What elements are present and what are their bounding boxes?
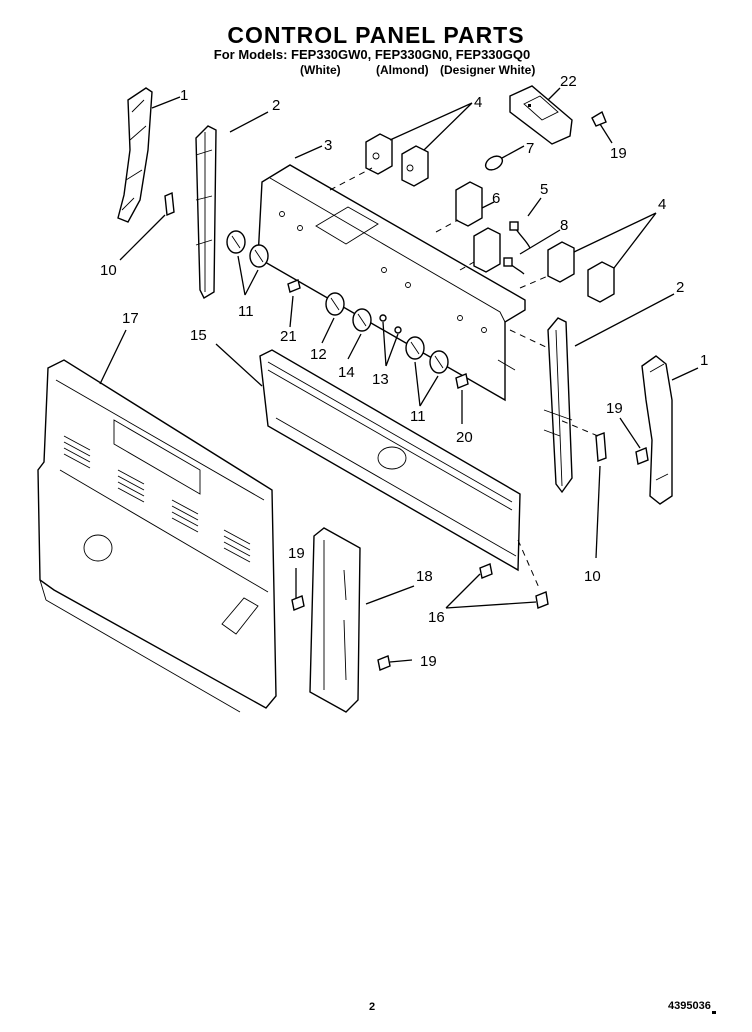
screws-top — [287, 279, 469, 389]
assembly-line — [329, 167, 599, 591]
callout-19-top: 19 — [610, 145, 627, 162]
callout-15: 15 — [190, 327, 207, 344]
control-knobs — [226, 230, 449, 374]
callout-18: 18 — [416, 568, 433, 585]
callout-22: 22 — [560, 73, 577, 90]
part-clock — [509, 85, 573, 145]
document-number: 4395036 — [668, 1000, 711, 1012]
callout-labels: 1 2 3 4 7 22 19 6 5 8 4 2 10 11 21 12 14… — [100, 73, 708, 670]
part-console-panel — [257, 164, 526, 402]
callout-13: 13 — [372, 371, 389, 388]
part-clip-left — [164, 191, 175, 217]
callout-4-upper: 4 — [474, 94, 482, 111]
color-white: (White) — [300, 63, 341, 77]
callout-11-left: 11 — [238, 303, 254, 320]
callout-20: 20 — [456, 429, 473, 446]
page-title: CONTROL PANEL PARTS — [227, 22, 525, 48]
part-ring — [484, 155, 504, 171]
part-manifold-panel — [259, 349, 521, 572]
part-bracket-left — [195, 125, 217, 299]
part-bracket-right — [543, 317, 573, 494]
part-side-trim — [309, 527, 361, 713]
color-almond: (Almond) — [376, 63, 429, 77]
part-wire-harness — [503, 221, 531, 275]
callout-3: 3 — [324, 137, 332, 154]
part-clip-right — [595, 432, 607, 462]
callout-10-right: 10 — [584, 568, 601, 585]
callout-4-right: 4 — [658, 196, 666, 213]
corner-mark — [712, 1011, 716, 1014]
callout-2-right: 2 — [676, 279, 684, 296]
page-number: 2 — [369, 1001, 376, 1013]
model-list: For Models: FEP330GW0, FEP330GN0, FEP330… — [213, 47, 531, 62]
callout-19-right: 19 — [606, 400, 623, 417]
callout-21: 21 — [280, 328, 297, 345]
callout-14: 14 — [338, 364, 355, 381]
callout-1-right: 1 — [700, 352, 708, 369]
part-end-cap-right — [641, 355, 673, 505]
callout-2-left: 2 — [272, 97, 280, 114]
callout-19-mid: 19 — [288, 545, 305, 562]
part-switch-right — [547, 241, 615, 303]
callout-8: 8 — [560, 217, 568, 234]
part-end-cap-left — [117, 87, 153, 223]
screws-bottom — [291, 110, 649, 671]
callout-7: 7 — [526, 140, 534, 157]
callout-19-bottom: 19 — [420, 653, 437, 670]
callout-12: 12 — [310, 346, 327, 363]
callout-5: 5 — [540, 181, 548, 198]
part-rear-panel — [37, 359, 277, 713]
color-designer-white: (Designer White) — [440, 63, 536, 77]
callout-10-left: 10 — [100, 262, 117, 279]
callout-16: 16 — [428, 609, 445, 626]
leader-lines — [99, 87, 699, 663]
callout-11-right: 11 — [410, 408, 426, 425]
callout-6: 6 — [492, 190, 500, 207]
callout-17: 17 — [122, 310, 139, 327]
callout-1-left: 1 — [180, 87, 188, 104]
part-switch-upper — [365, 133, 429, 187]
part-switch-middle — [455, 181, 501, 273]
color-variants: (White) (Almond) (Designer White) — [0, 63, 752, 79]
